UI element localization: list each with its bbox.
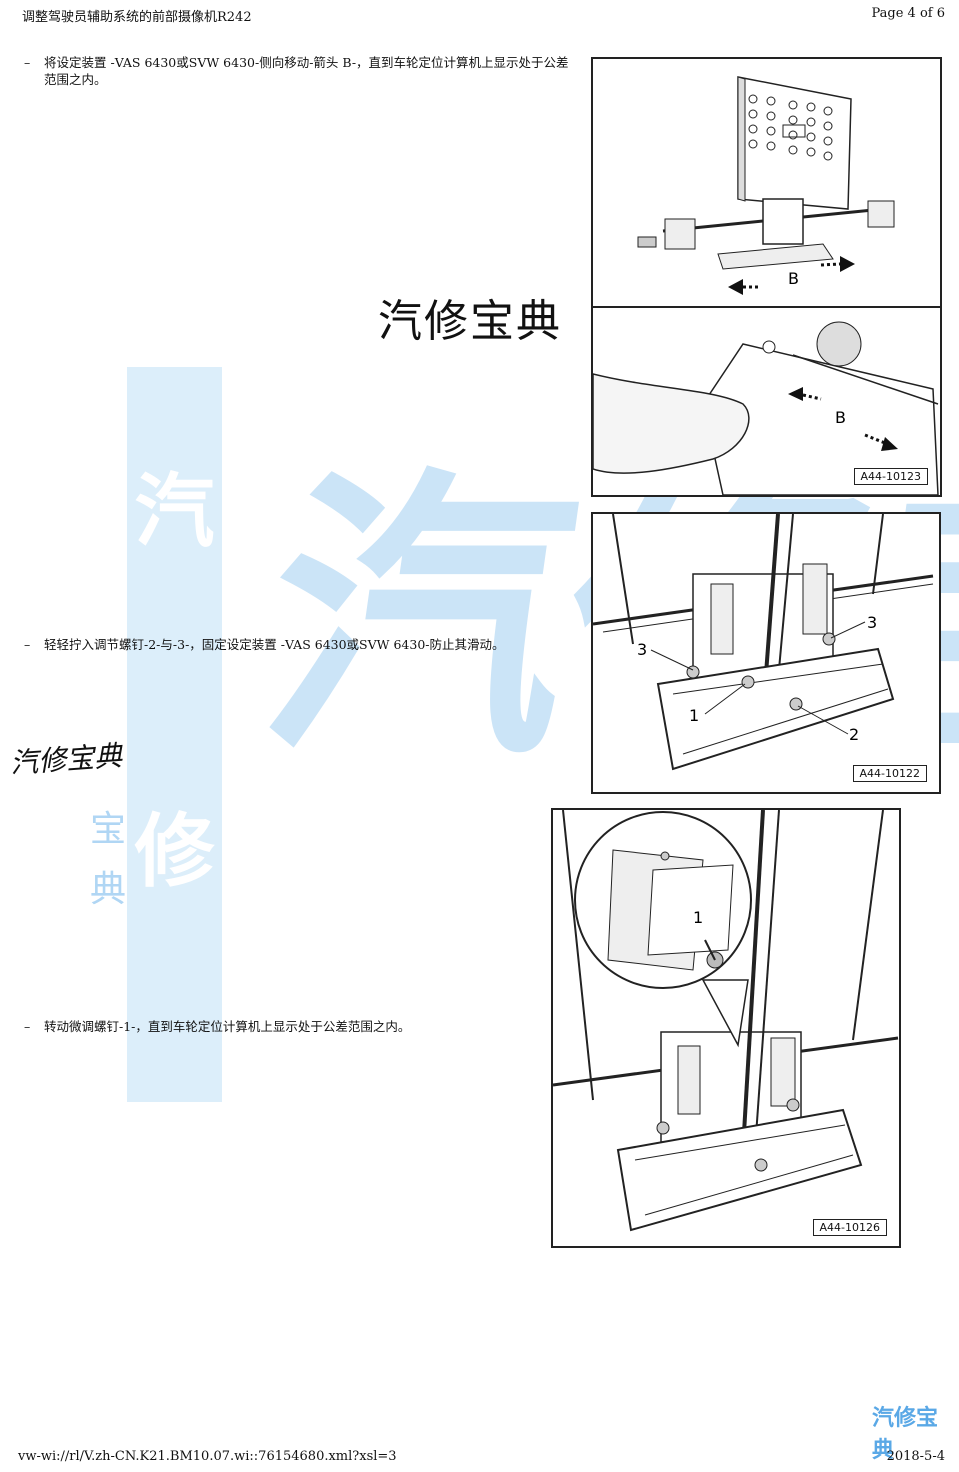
page-header-title: 调整驾驶员辅助系统的前部摄像机R242 [22,10,252,25]
figure-illustration: 3 3 1 2 [593,514,934,771]
arrow-label: B [788,269,799,288]
callout-label: 3 [867,613,877,632]
step-1: – 将设定装置 -VAS 6430或SVW 6430-侧向移动-箭头 B-，直到… [24,54,576,88]
bullet-dash: – [24,1019,31,1034]
footer-url: vw-wi://rl/V.zh-CN.K21.BM10.07.wi::76154… [18,1449,397,1464]
step-text: 轻轻拧入调节螺钉-2-与-3-，固定设定装置 -VAS 6430或SVW 643… [44,637,505,652]
figure-illustration: B B [593,76,940,495]
figure-code: A44-10126 [812,1219,887,1236]
figure-code: A44-10123 [853,468,928,485]
watermark-column: 汽 修 [127,367,222,1102]
callout-label: 2 [849,725,859,744]
watermark-small-char: 典 [89,869,126,910]
step-text: 将设定装置 -VAS 6430或SVW 6430-侧向移动-箭头 B-，直到车轮… [44,55,569,87]
step-text: 转动微调螺钉-1-，直到车轮定位计算机上显示处于公差范围之内。 [44,1019,411,1034]
bullet-dash: – [24,637,31,652]
watermark-corner: 汽修宝典 [872,1406,939,1463]
watermark-small-char: 宝 [89,809,126,850]
watermark-handwritten: 汽修宝典 [9,739,124,780]
callout-label: 1 [693,908,703,927]
step-2: – 轻轻拧入调节螺钉-2-与-3-，固定设定装置 -VAS 6430或SVW 6… [24,636,576,653]
watermark-column-char: 修 [134,805,215,898]
page-number: Page 4 of 6 [871,6,945,21]
callout-label: 3 [637,640,647,659]
watermark-large: 汽修宝典 [378,296,562,347]
figure-illustration: 1 [553,810,899,1232]
callout-label: 1 [689,706,699,725]
watermark-small-column: 宝 典 [88,800,128,920]
arrow-label: B [835,408,846,427]
figure-A44-10126: 1 A44-10126 [551,808,901,1248]
step-3: – 转动微调螺钉-1-，直到车轮定位计算机上显示处于公差范围之内。 [24,1018,576,1035]
bullet-dash: – [24,55,31,70]
watermark-column-char: 汽 [134,465,215,558]
figure-A44-10123: B B A44-10123 [591,57,942,497]
footer-date: 2018-5-4 [886,1449,945,1464]
figure-code: A44-10122 [852,765,927,782]
figure-A44-10122: 3 3 1 2 A44-10122 [591,512,941,794]
